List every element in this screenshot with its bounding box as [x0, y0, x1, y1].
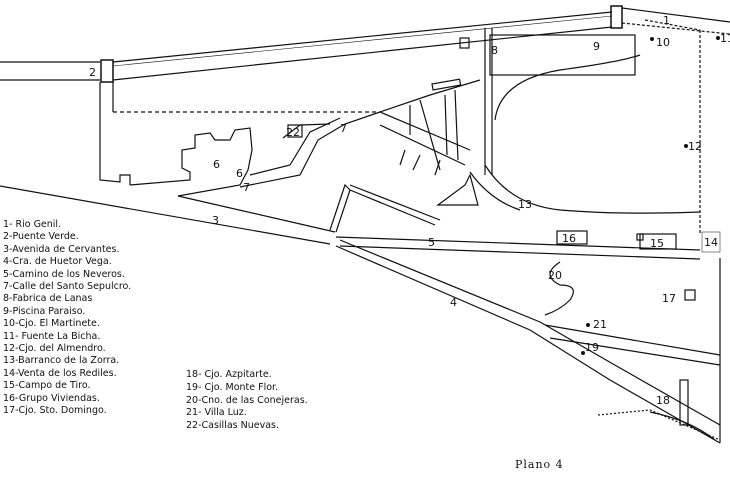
barranco-de-la-zorra: [484, 164, 701, 214]
legend-item: 5-Camino de los Neveros.: [3, 268, 125, 280]
legend-item: 18- Cjo. Azpitarte.: [186, 369, 272, 380]
legend-item: 10-Cjo. El Martinete.: [3, 318, 100, 330]
legend-item: 20-Cno. de las Conejeras.: [186, 394, 308, 406]
label-19: 19: [585, 341, 599, 354]
camino-de-los-neveros: [335, 236, 701, 260]
legend: 1- Rio Genil. 2-Puente Verde. 3-Avenida …: [3, 219, 131, 418]
label-17: 17: [662, 292, 676, 305]
label-16: 16: [562, 232, 576, 245]
label-7: 7: [340, 122, 347, 135]
avenida-de-cervantes: [0, 185, 336, 245]
legend-item: 3-Avenida de Cervantes.: [3, 243, 120, 255]
label-2: 2: [89, 66, 96, 79]
label-11: 11: [720, 32, 730, 45]
label-18: 18: [656, 394, 670, 407]
label-21: 21: [593, 318, 607, 331]
legend-item: 14-Venta de los Rediles.: [3, 367, 117, 379]
label-10: 10: [656, 36, 670, 49]
label-6: 6: [213, 158, 220, 171]
label-15: 15: [650, 237, 664, 250]
legend-item: 8-Fabrica de Lanas: [3, 293, 93, 305]
legend-continued: 18- Cjo. Azpitarte. 19- Cjo. Monte Flor.…: [186, 369, 308, 433]
legend-item: 7-Calle del Santo Sepulcro.: [3, 281, 132, 293]
label-12: 12: [688, 140, 702, 153]
label-8: 8: [491, 44, 498, 57]
label-5: 5: [428, 236, 435, 249]
legend-item: 22-Casillas Nuevas.: [186, 420, 280, 432]
legend-item: 4-Cra. de Huetor Vega.: [3, 256, 112, 268]
legend-item: 21- Villa Luz.: [186, 407, 247, 419]
label-14: 14: [704, 236, 718, 249]
legend-item: 16-Grupo Viviendas.: [3, 392, 100, 404]
legend-item: 1- Rio Genil.: [3, 219, 62, 230]
legend-item: 11- Fuente La Bicha.: [3, 330, 101, 342]
label-6b: 6: [236, 167, 243, 180]
legend-item: 13-Barranco de la Zorra.: [3, 355, 120, 367]
label-7b: 7: [243, 181, 250, 194]
label-9: 9: [593, 40, 600, 53]
label-13: 13: [518, 198, 532, 211]
label-22: 22: [286, 126, 300, 139]
legend-item: 15-Campo de Tiro.: [3, 380, 91, 392]
legend-item: 19- Cjo. Monte Flor.: [186, 381, 279, 393]
legend-item: 2-Puente Verde.: [3, 231, 79, 243]
label-1: 1: [663, 14, 670, 27]
label-3: 3: [212, 214, 219, 227]
rio-genil: [0, 5, 730, 83]
carretera-huetor-vega: [335, 239, 721, 444]
plan-caption: Plano 4: [515, 458, 564, 471]
label-4: 4: [450, 296, 457, 309]
label-20: 20: [548, 269, 562, 282]
legend-item: 17-Cjo. Sto. Domingo.: [3, 405, 107, 417]
legend-item: 12-Cjo. del Almendro.: [3, 343, 106, 355]
legend-item: 9-Piscina Paraiso.: [3, 305, 86, 317]
